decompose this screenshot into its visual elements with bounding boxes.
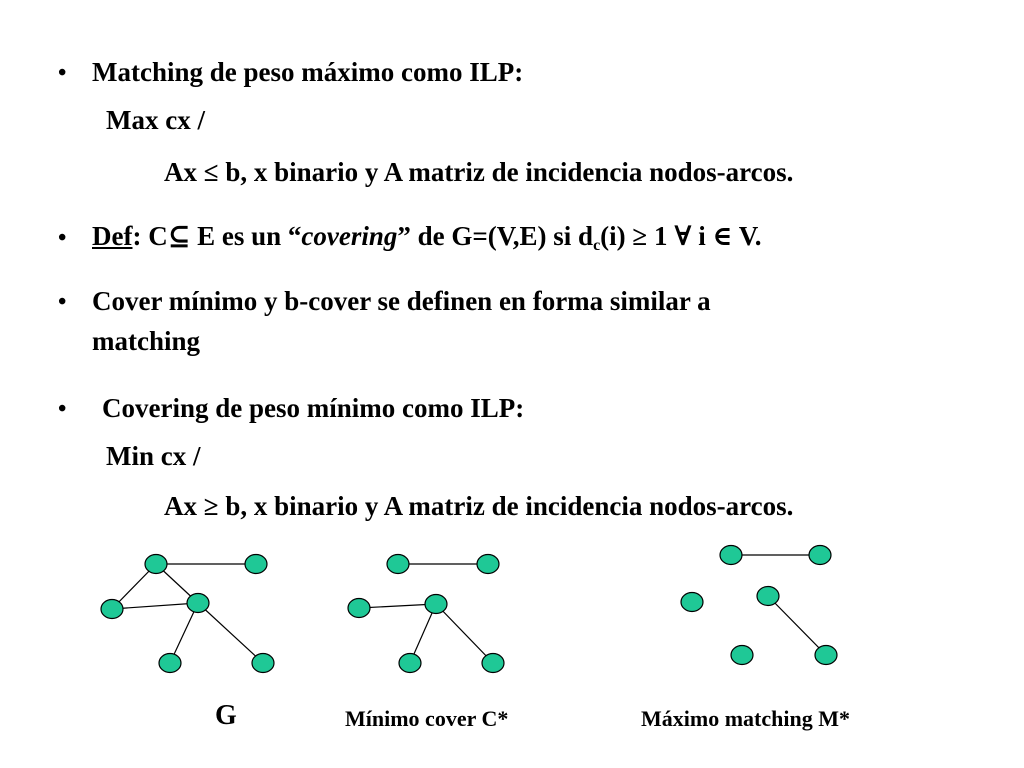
edge <box>169 602 199 664</box>
def-part-2: E es un “ <box>190 221 302 251</box>
covering-term: covering <box>301 221 398 251</box>
bullet-2-marker: • <box>58 225 67 251</box>
bullet-2-definition: Def: C⊆ E es un “covering” de G=(V,E) si… <box>92 220 762 254</box>
node-group <box>680 544 838 666</box>
node <box>808 544 832 566</box>
edge <box>435 603 494 664</box>
caption-g: G <box>215 700 237 731</box>
node-group <box>100 553 275 674</box>
node <box>386 553 410 575</box>
edge <box>197 602 264 664</box>
node <box>481 652 505 674</box>
subscript-c: c <box>593 237 601 254</box>
bullet-1-objective: Max cx / <box>106 105 205 135</box>
caption-max-matching: Máximo matching M* <box>641 706 850 731</box>
bullet-4-objective: Min cx / <box>106 441 201 471</box>
bullet-1-constraint: Ax ≤ b, x binario y A matriz de incidenc… <box>164 157 794 187</box>
edge <box>111 602 199 610</box>
def-part-4: (i) ≥ 1 ∀ i ∈ V. <box>600 221 762 251</box>
bullet-1-marker: • <box>58 60 67 86</box>
node <box>476 553 500 575</box>
node <box>186 592 210 614</box>
node <box>144 553 168 575</box>
def-part-1: : C <box>132 221 168 251</box>
subseteq-symbol: ⊆ <box>167 221 191 251</box>
graph-min-cover <box>347 553 505 674</box>
node <box>719 544 743 566</box>
bullet-1-text: Matching de peso máximo como ILP: <box>92 57 524 87</box>
def-part-3: ” de G=(V,E) si d <box>397 221 594 251</box>
bullet-4-constraint: Ax ≥ b, x binario y A matriz de incidenc… <box>164 491 794 521</box>
node <box>398 652 422 674</box>
bullet-4-marker: • <box>58 396 67 422</box>
edge <box>358 603 437 609</box>
def-label: Def <box>92 221 133 251</box>
node <box>814 644 838 666</box>
node <box>756 585 780 607</box>
edge <box>409 603 437 664</box>
graph-g <box>100 553 275 674</box>
node <box>251 652 275 674</box>
node <box>730 644 754 666</box>
edge <box>767 595 827 656</box>
node-group <box>347 553 505 674</box>
node <box>100 598 124 620</box>
node <box>158 652 182 674</box>
bullet-3-line-1: Cover mínimo y b-cover se definen en for… <box>92 286 711 316</box>
node <box>424 593 448 615</box>
node <box>244 553 268 575</box>
bullet-3-line-2: matching <box>92 326 200 356</box>
node <box>347 597 371 619</box>
bullet-3-marker: • <box>58 289 67 315</box>
graph-max-matching <box>680 544 838 666</box>
bullet-4-text: Covering de peso mínimo como ILP: <box>102 393 525 423</box>
caption-min-cover: Mínimo cover C* <box>345 706 509 731</box>
node <box>680 591 704 613</box>
